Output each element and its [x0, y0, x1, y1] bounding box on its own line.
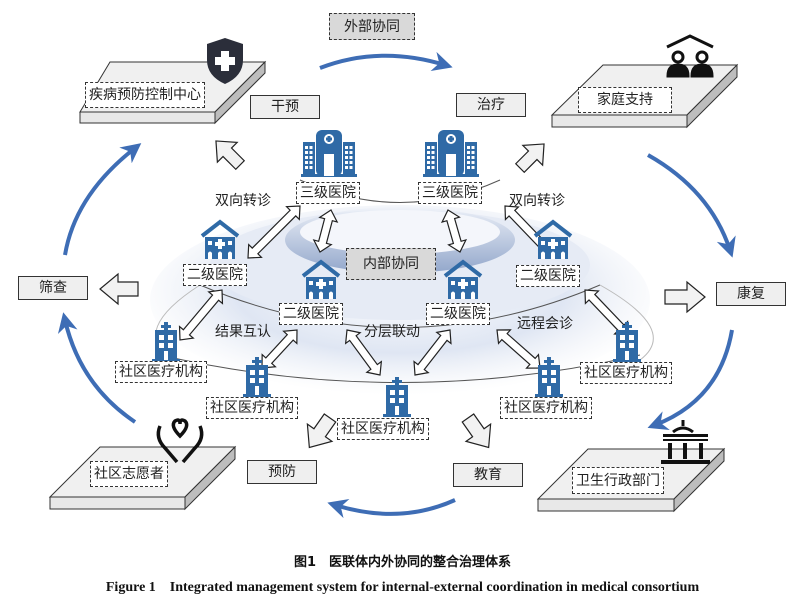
cycle-arrow-left-upper	[63, 143, 142, 256]
double-arrow	[247, 205, 301, 259]
government-building-icon	[661, 420, 710, 464]
shield-plus-icon	[207, 38, 243, 84]
community-clinic-label: 社区医疗机构	[337, 418, 429, 440]
hollow-arrow-to-education	[461, 413, 492, 449]
mechanism-mutual-recognition: 结果互认	[215, 324, 271, 340]
hollow-arrow-to-screening	[99, 272, 139, 306]
cycle-arrow-left-lower	[57, 312, 137, 424]
secondary-hospital-icon	[443, 259, 483, 299]
mechanism-referral-left: 双向转诊	[215, 193, 271, 209]
internal-coordination-label: 内部协同	[346, 248, 436, 280]
family-home-icon	[666, 34, 714, 78]
double-arrow	[178, 289, 224, 341]
community-clinic-icon	[613, 322, 641, 362]
secondary-hospital-label: 二级医院	[426, 303, 490, 325]
tertiary-hospital-icon	[423, 130, 479, 177]
community-clinic-icon	[383, 377, 411, 417]
hollow-arrow-to-intervention	[215, 140, 246, 171]
caption-chinese: 图1 医联体内外协同的整合治理体系	[293, 555, 512, 570]
tertiary-hospital-icon	[301, 130, 357, 177]
ring-secondary	[199, 284, 601, 328]
double-arrow	[312, 209, 339, 253]
secondary-hospital-icon	[533, 219, 573, 259]
platform-label-cdc: 疾病预防控制中心	[85, 82, 205, 108]
function-rehabilitation: 康复	[716, 282, 786, 306]
tertiary-hospital-label: 三级医院	[418, 182, 482, 204]
hollow-arrow-to-prevention	[306, 413, 337, 449]
community-clinic-label: 社区医疗机构	[115, 361, 207, 383]
community-clinic-icon	[243, 357, 271, 397]
community-clinic-label: 社区医疗机构	[580, 362, 672, 384]
function-screening: 筛查	[18, 276, 88, 300]
caption-english: Figure 1 Integrated management system fo…	[105, 580, 700, 595]
double-arrow	[440, 209, 468, 253]
mechanism-referral-right: 双向转诊	[509, 193, 565, 209]
ring-outer-right	[599, 284, 654, 361]
function-prevention: 预防	[247, 460, 317, 484]
function-intervention: 干预	[250, 95, 320, 119]
secondary-hospital-label: 二级医院	[279, 303, 343, 325]
community-clinic-icon	[152, 322, 180, 362]
community-clinic-label: 社区医疗机构	[206, 397, 298, 419]
mechanism-remote-consultation: 远程会诊	[517, 316, 573, 332]
cycle-arrow-right-upper	[647, 153, 736, 258]
double-arrow	[413, 329, 452, 376]
hollow-arrow-to-treatment	[514, 143, 545, 174]
platform-label-family: 家庭支持	[578, 87, 672, 113]
platform-label-volunteer: 社区志愿者	[90, 461, 168, 487]
external-coordination-label: 外部协同	[329, 13, 415, 40]
secondary-hospital-label: 二级医院	[183, 264, 247, 286]
cycle-arrow-bottom	[327, 498, 456, 519]
hands-heart-icon	[156, 418, 204, 464]
function-education: 教育	[453, 463, 523, 487]
secondary-hospital-icon	[301, 259, 341, 299]
secondary-hospital-icon	[200, 219, 240, 259]
hollow-arrow-to-rehabilitation	[664, 280, 706, 314]
mechanism-tiered-linkage: 分层联动	[364, 324, 420, 340]
function-treatment: 治疗	[456, 93, 526, 117]
double-arrow	[344, 329, 383, 376]
community-clinic-label: 社区医疗机构	[500, 397, 592, 419]
tertiary-hospital-label: 三级医院	[296, 182, 360, 204]
secondary-hospital-label: 二级医院	[516, 265, 580, 287]
community-clinic-icon	[535, 357, 563, 397]
platform-label-health-admin: 卫生行政部门	[572, 467, 664, 494]
cycle-arrow-right-lower	[647, 329, 734, 431]
cycle-arrow-top	[319, 51, 453, 72]
